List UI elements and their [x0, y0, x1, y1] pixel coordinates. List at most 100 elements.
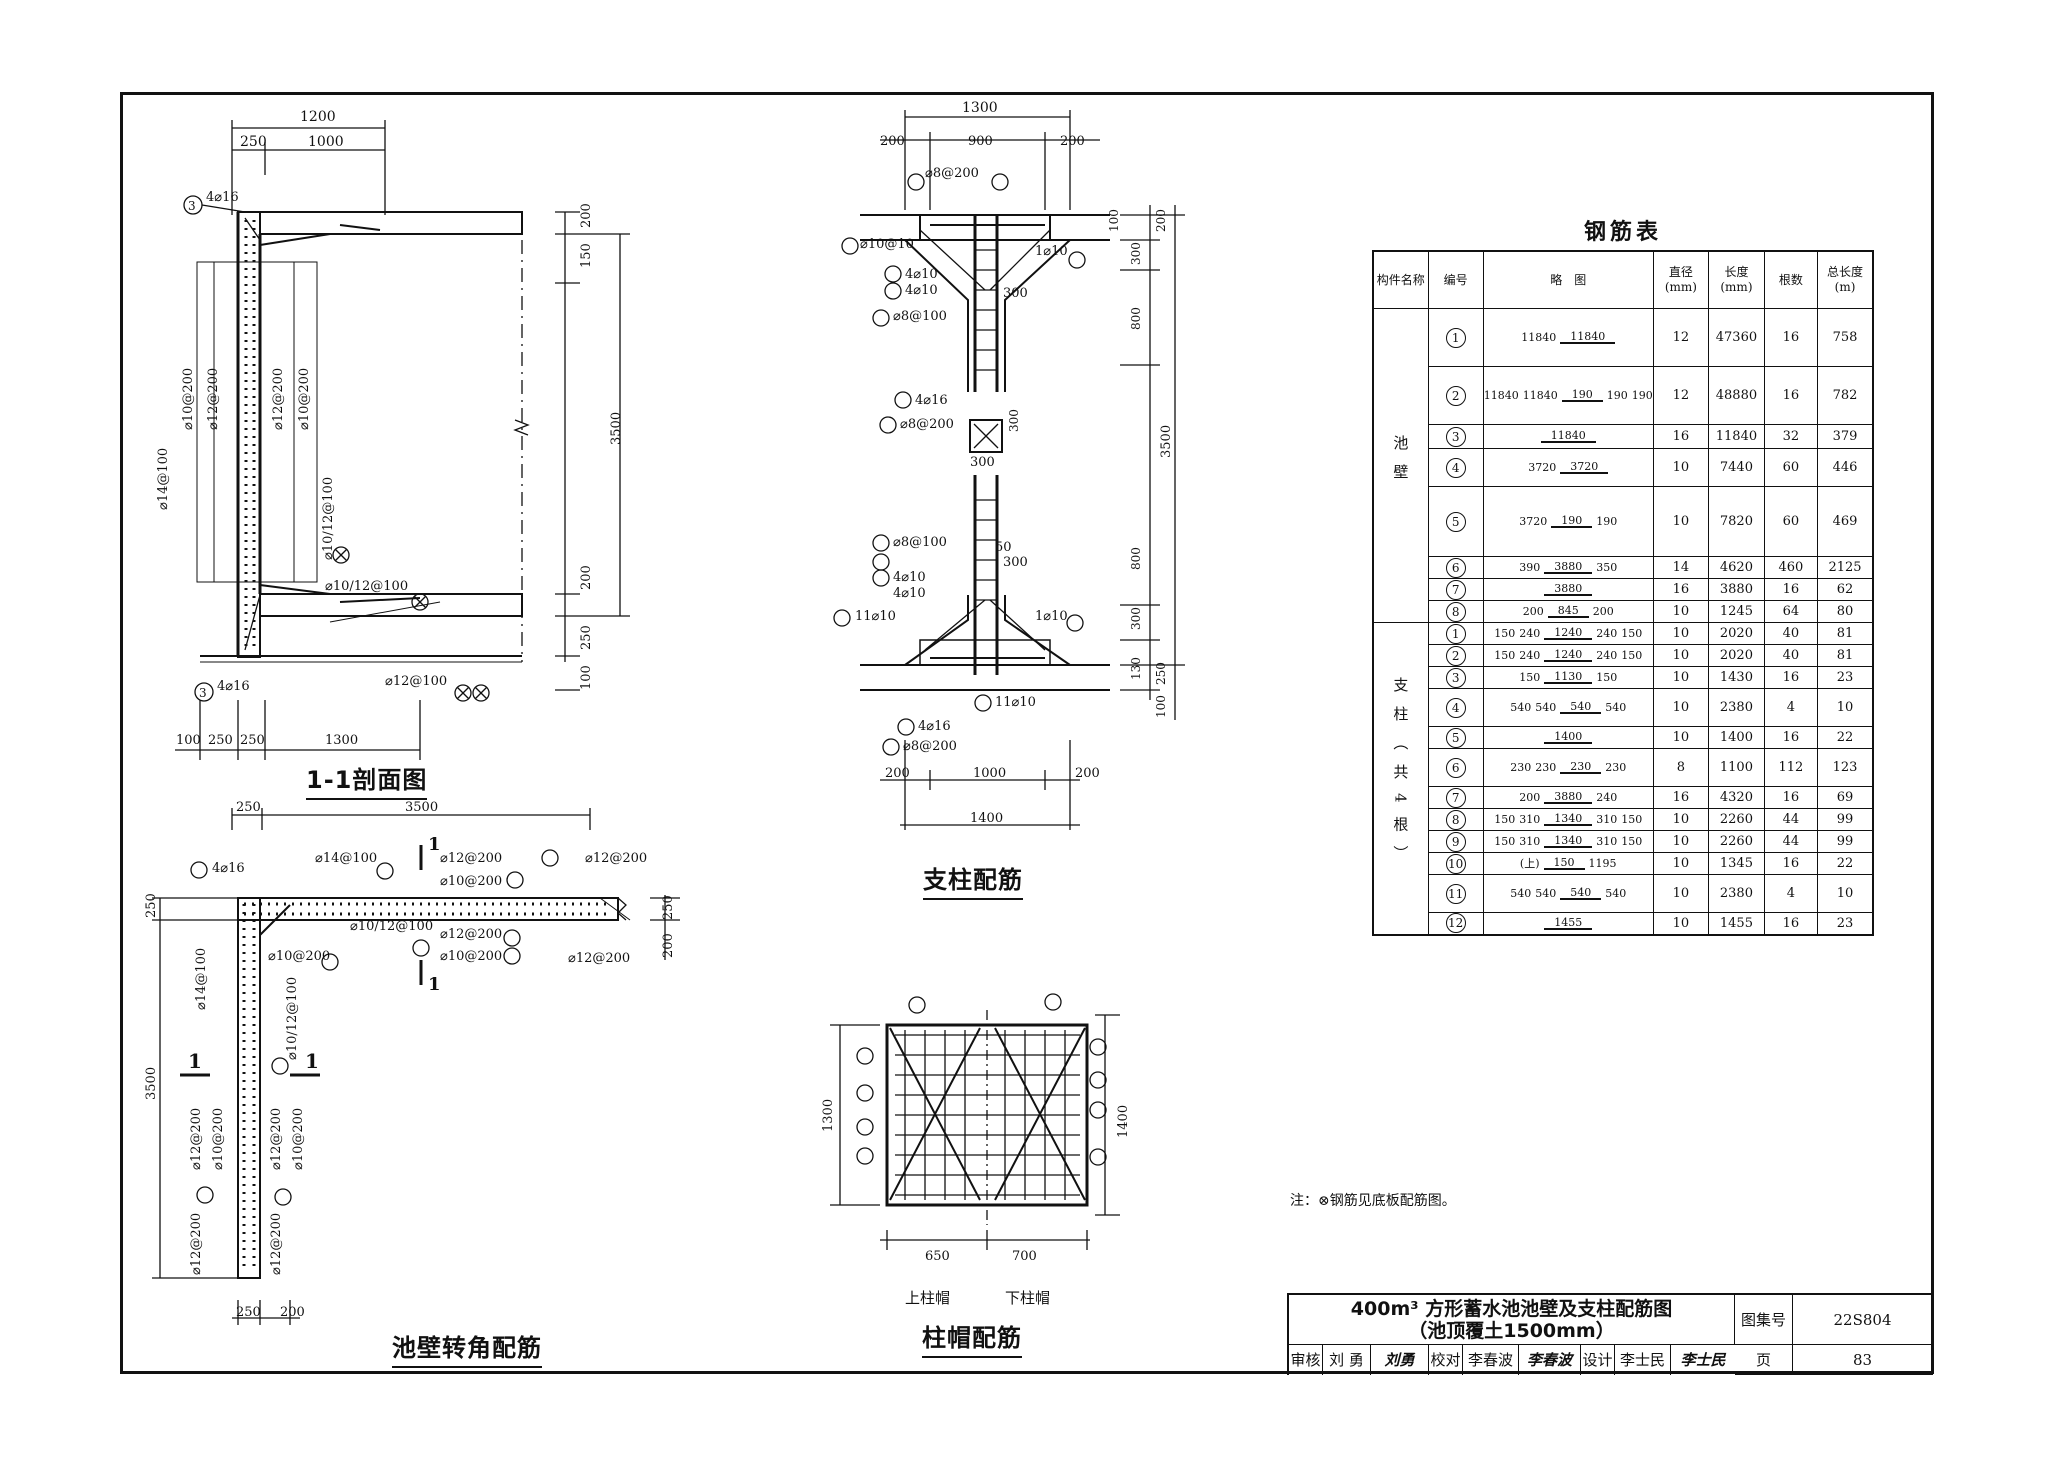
- bar-qty: 60: [1763, 486, 1819, 557]
- svg-text:4⌀16: 4⌀16: [212, 861, 245, 876]
- svg-text:200: 200: [579, 203, 594, 228]
- sketch-dimension: 3720: [1528, 461, 1557, 474]
- svg-text:200: 200: [1060, 134, 1085, 149]
- svg-text:250: 250: [579, 625, 594, 650]
- svg-text:⌀10/12@100: ⌀10/12@100: [285, 977, 300, 1060]
- sketch-dimension: 540: [1605, 887, 1627, 900]
- page-number: 83: [1793, 1345, 1933, 1375]
- bar-number: 7: [1427, 578, 1484, 601]
- bar-len: 4620: [1708, 556, 1765, 579]
- sketch-dimension: 540: [1535, 887, 1557, 900]
- bar-len: 1455: [1708, 912, 1765, 935]
- bar-dia: 10: [1652, 448, 1710, 487]
- bar-dia: 10: [1652, 726, 1710, 749]
- sketch-dimension: 240: [1596, 627, 1618, 640]
- bar-len: 2020: [1708, 644, 1765, 667]
- bar-number-circle: 11: [1445, 883, 1466, 904]
- bar-qty: 44: [1763, 808, 1819, 831]
- bar-len: 1430: [1708, 666, 1765, 689]
- bar-len: 1245: [1708, 600, 1765, 623]
- bar-qty: 60: [1763, 448, 1819, 487]
- sketch-dimension: 200: [1519, 791, 1541, 804]
- bar-dia: 10: [1652, 644, 1710, 667]
- sketch-dimension: 11840: [1521, 331, 1557, 344]
- sketch-dimension: 200: [1592, 605, 1614, 618]
- bar-dia: 10: [1652, 600, 1710, 623]
- dim-250: 250: [240, 134, 267, 150]
- svg-text:650: 650: [925, 1249, 950, 1264]
- sketch-dimension: 1240: [1544, 627, 1593, 640]
- bar-total: 69: [1817, 786, 1874, 809]
- bar-total: 469: [1817, 486, 1874, 557]
- svg-text:250: 250: [208, 733, 233, 748]
- bar-number-circle: 8: [1445, 809, 1466, 830]
- svg-text:1300: 1300: [821, 1099, 836, 1132]
- column-rebar-drawing: 1300 200 900 200: [833, 100, 1185, 830]
- bar-qty: 32: [1763, 424, 1819, 449]
- sketch-dimension: 310: [1596, 813, 1618, 826]
- svg-text:1: 1: [428, 974, 441, 995]
- sketch-dimension: 11840: [1483, 389, 1519, 402]
- bar-number-circle: 5: [1445, 727, 1466, 748]
- section-1-1-title: 1-1剖面图: [306, 760, 427, 800]
- svg-text:1300: 1300: [962, 100, 998, 116]
- svg-text:4⌀16: 4⌀16: [918, 719, 951, 734]
- bar-sketch: 3880: [1482, 578, 1654, 601]
- svg-text:900: 900: [968, 134, 993, 149]
- sketch-dimension: 240: [1519, 627, 1541, 640]
- svg-text:300: 300: [1007, 409, 1021, 432]
- bar-len: 1345: [1708, 852, 1765, 875]
- checker-signature: 李春波: [1519, 1345, 1581, 1375]
- svg-text:⌀8@200: ⌀8@200: [925, 166, 979, 181]
- svg-text:100: 100: [1107, 209, 1121, 232]
- svg-text:⌀12@100: ⌀12@100: [385, 674, 447, 689]
- drawing-frame: [120, 92, 1934, 1374]
- svg-text:⌀14@100: ⌀14@100: [156, 448, 171, 510]
- sketch-dimension: 190: [1596, 515, 1618, 528]
- svg-text:11⌀10: 11⌀10: [855, 609, 896, 624]
- bar-dia: 10: [1652, 874, 1710, 913]
- svg-text:⌀8@200: ⌀8@200: [900, 417, 954, 432]
- bar-number-circle: 2: [1445, 385, 1466, 406]
- svg-text:250: 250: [144, 893, 159, 918]
- bar-qty: 64: [1763, 600, 1819, 623]
- bar-number: 4: [1427, 448, 1484, 487]
- svg-text:⌀12@200: ⌀12@200: [269, 1213, 284, 1275]
- upper-cap-label: 上柱帽: [905, 1289, 950, 1307]
- svg-text:200: 200: [280, 1305, 305, 1320]
- bar-number: 8: [1427, 600, 1484, 623]
- sketch-dimension: 150: [1621, 627, 1643, 640]
- svg-text:100: 100: [1154, 695, 1168, 718]
- sketch-dimension: 150: [1494, 835, 1516, 848]
- svg-text:⌀10/12@100: ⌀10/12@100: [350, 919, 433, 934]
- col-header-no: 编号: [1427, 250, 1484, 309]
- reviewer-name: 刘 勇: [1323, 1345, 1371, 1375]
- bar-total: 10: [1817, 688, 1874, 727]
- section-1-1-drawing: 1200 250 1000: [156, 109, 630, 760]
- bar-number-circle: 1: [1445, 623, 1466, 644]
- component-name: 池壁: [1372, 308, 1429, 623]
- bar-number-circle: 5: [1445, 511, 1466, 532]
- sketch-dimension: 3720: [1519, 515, 1548, 528]
- svg-text:200: 200: [661, 933, 676, 958]
- bar-total: 10: [1817, 874, 1874, 913]
- bar-qty: 16: [1763, 786, 1819, 809]
- svg-text:1300: 1300: [325, 733, 358, 748]
- bar-len: 11840: [1708, 424, 1765, 449]
- wall-corner-drawing: 250 3500 250 3500 250 200 250 200: [144, 800, 680, 1325]
- svg-text:⌀10@200: ⌀10@200: [440, 949, 502, 964]
- bar-sketch: 1400: [1482, 726, 1654, 749]
- sketch-dimension: 540: [1510, 701, 1532, 714]
- svg-text:⌀12@200: ⌀12@200: [568, 951, 630, 966]
- sketch-dimension: 1240: [1544, 649, 1593, 662]
- svg-text:⌀12@200: ⌀12@200: [440, 851, 502, 866]
- sketch-dimension: (上): [1519, 857, 1540, 870]
